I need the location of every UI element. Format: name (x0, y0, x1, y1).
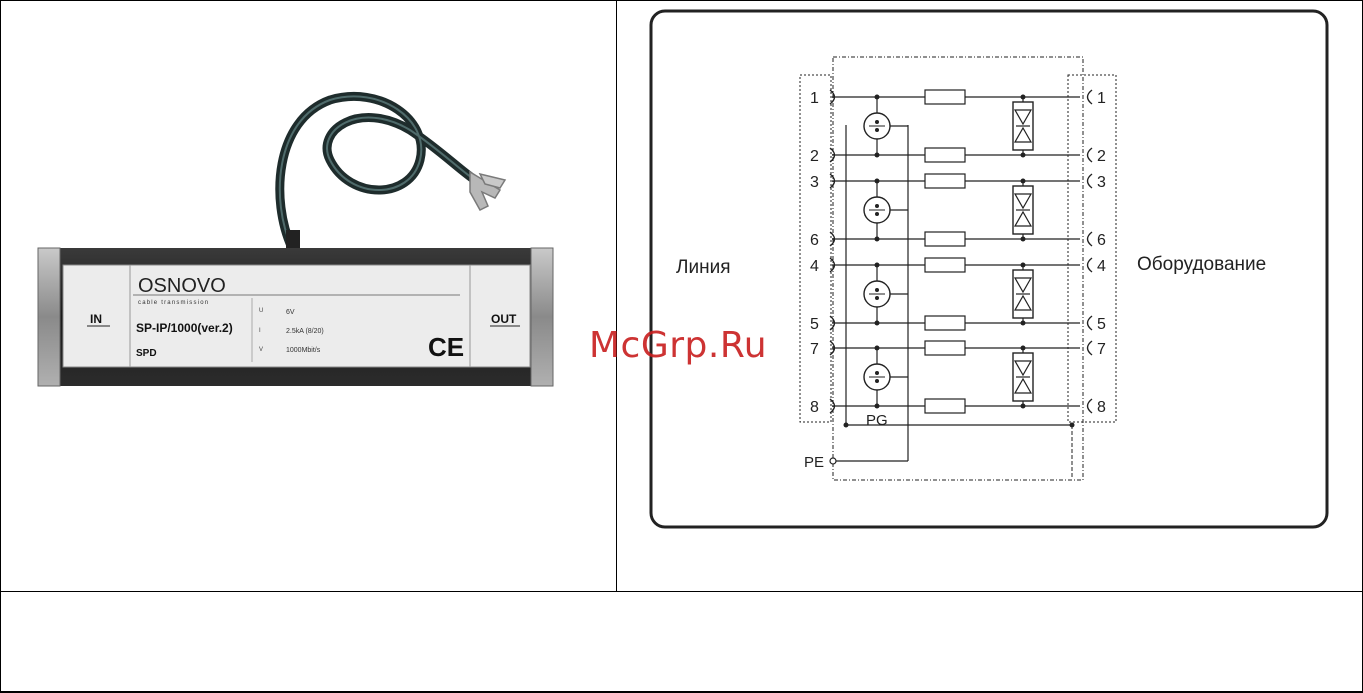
gdt-electrode (875, 204, 879, 208)
gdt-electrode (875, 120, 879, 124)
resistor (925, 258, 965, 272)
junction-dot (875, 179, 880, 184)
input-pin-number: 8 (810, 399, 819, 416)
table-border-left (0, 0, 1, 693)
resistor (925, 174, 965, 188)
output-pin-number: 7 (1097, 341, 1106, 358)
output-pin-number: 3 (1097, 174, 1106, 191)
table-border-top (0, 0, 1363, 1)
spec-voltage: 6V (286, 309, 295, 316)
ce-mark: CE (428, 332, 464, 362)
junction-dot (875, 237, 880, 242)
junction-dot (875, 346, 880, 351)
input-pin-number: 6 (810, 232, 819, 249)
pe-label: PE (804, 454, 824, 471)
table-divider-col (616, 0, 617, 592)
resistor (925, 232, 965, 246)
pe-terminal (830, 458, 836, 464)
junction-dot (1021, 321, 1026, 326)
junction-dot (844, 423, 849, 428)
junction-dot (1021, 153, 1026, 158)
junction-dot (875, 404, 880, 409)
junction-dot (875, 263, 880, 268)
resistor (925, 148, 965, 162)
junction-dot (875, 95, 880, 100)
gdt-electrode (875, 379, 879, 383)
output-pin-number: 4 (1097, 258, 1106, 275)
brand-logo: OSNOVO (138, 275, 226, 297)
table-divider-row (0, 591, 1363, 592)
port-in-label: IN (90, 312, 102, 326)
junction-dot (1021, 95, 1026, 100)
output-pin-number: 5 (1097, 316, 1106, 333)
svg-text:V: V (259, 347, 263, 353)
gdt-electrode (875, 288, 879, 292)
brand-tagline: cable transmission (138, 300, 209, 306)
junction-dot (1021, 237, 1026, 242)
junction-dot (1021, 263, 1026, 268)
resistor (925, 316, 965, 330)
gdt-electrode (875, 128, 879, 132)
type-label: SPD (136, 348, 157, 359)
output-pin-number: 2 (1097, 148, 1106, 165)
input-pin-number: 1 (810, 90, 819, 107)
watermark: McGrp.Ru (589, 325, 767, 366)
resistor (925, 341, 965, 355)
junction-dot (1021, 404, 1026, 409)
input-pin-number: 2 (810, 148, 819, 165)
svg-text:U: U (259, 308, 263, 314)
junction-dot (1021, 179, 1026, 184)
gdt-electrode (875, 296, 879, 300)
model-label: SP-IP/1000(ver.2) (136, 321, 233, 335)
output-pin-number: 8 (1097, 399, 1106, 416)
gdt-electrode (875, 212, 879, 216)
gdt-electrode (875, 371, 879, 375)
schematic-diagram: Линия Оборудование 1 1 2 2 3 3 6 6 4 4 5 5 7 7 8 8PG PE (640, 5, 1340, 540)
input-pin-number: 3 (810, 174, 819, 191)
junction-dot (875, 153, 880, 158)
input-pin-number: 5 (810, 316, 819, 333)
equipment-side-label: Оборудование (1137, 254, 1266, 275)
spec-current: 2.5kA (8/20) (286, 328, 324, 335)
end-cap-left (38, 248, 60, 386)
end-cap-right (531, 248, 553, 386)
spade-terminal (470, 172, 505, 210)
output-pin-number: 1 (1097, 90, 1106, 107)
product-image: IN OUT OSNOVO cable transmission SP-IP/1… (30, 80, 570, 400)
input-pin-number: 7 (810, 341, 819, 358)
ground-cable (280, 96, 475, 252)
pg-label: PG (866, 412, 888, 429)
resistor (925, 90, 965, 104)
input-pin-number: 4 (810, 258, 819, 275)
junction-dot (875, 321, 880, 326)
port-out-label: OUT (491, 312, 517, 326)
line-side-label: Линия (676, 257, 730, 278)
resistor (925, 399, 965, 413)
output-pin-number: 6 (1097, 232, 1106, 249)
spec-speed: 1000Mbit/s (286, 347, 321, 354)
junction-dot (1021, 346, 1026, 351)
